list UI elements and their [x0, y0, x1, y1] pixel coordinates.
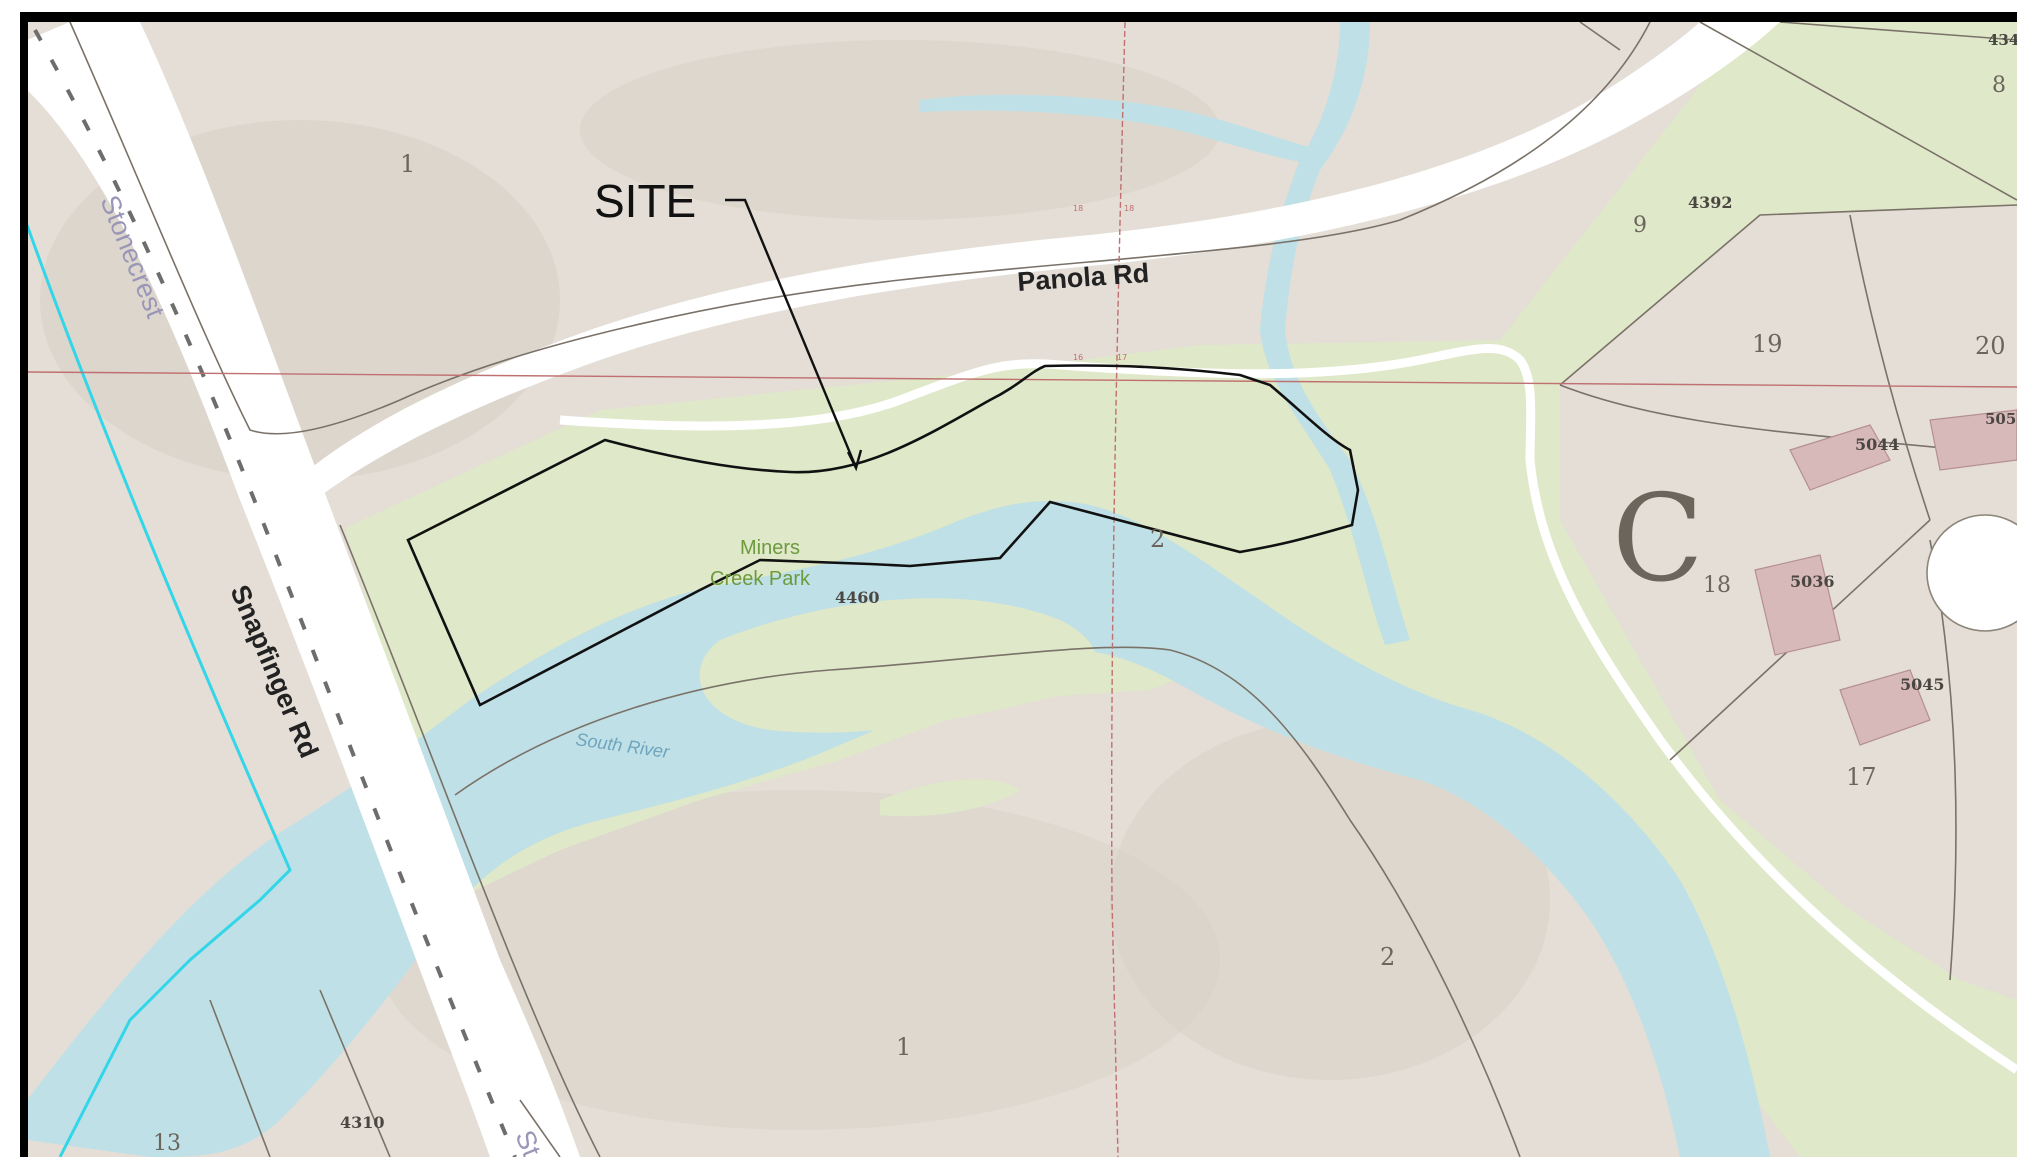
- cul-de-sac: [1926, 514, 2017, 632]
- parcel-20: 20: [1975, 332, 2006, 360]
- river-island-small: [880, 779, 1020, 817]
- park-label-line1: Miners: [740, 537, 800, 559]
- panola-road[interactable]: [285, 22, 1780, 520]
- left-margin: [0, 0, 20, 1157]
- creek-branch: [920, 94, 1320, 165]
- grid-label-17: 17: [1117, 353, 1127, 362]
- address-505: 505: [1985, 410, 2016, 428]
- house-5044: [1789, 424, 1891, 491]
- address-4460: 4460: [835, 588, 880, 607]
- house-footprints: [1754, 409, 2017, 746]
- parcel-17: 17: [1846, 763, 1877, 791]
- parcel-13: 13: [153, 1131, 181, 1156]
- parcel-9: 9: [1633, 213, 1647, 238]
- house-505: [1929, 409, 2017, 471]
- parcel-19: 19: [1752, 330, 1783, 358]
- block-c-label: C: [1612, 470, 1704, 609]
- county-line: [27, 224, 292, 1157]
- site-label: SITE: [594, 175, 696, 227]
- south-river: [27, 500, 1770, 1157]
- grid-label-18-right: 18: [1124, 204, 1134, 213]
- grid-label-18-left: 18: [1073, 204, 1083, 213]
- hillshade-patch: [1110, 720, 1550, 1080]
- park-label-line2: Creek Park: [710, 568, 811, 590]
- address-5044: 5044: [1855, 435, 1900, 454]
- parcel-1-top: 1: [400, 150, 415, 178]
- parcel-2-bottom: 2: [1380, 943, 1395, 971]
- creek: [1260, 22, 1410, 645]
- snapfinger-road[interactable]: [27, 22, 580, 1157]
- house-5045: [1839, 669, 1931, 746]
- grid-line-vertical: [1110, 22, 1126, 1157]
- parcel-18: 18: [1703, 573, 1731, 598]
- address-5045: 5045: [1900, 675, 1945, 694]
- address-4310: 4310: [340, 1113, 385, 1132]
- parcel-8: 8: [1992, 73, 2006, 98]
- house-5036: [1754, 554, 1841, 656]
- parcel-2-site: 2: [1150, 525, 1165, 553]
- address-4392: 4392: [1688, 193, 1733, 212]
- site-leader-line: [725, 198, 857, 466]
- map-border-left: [20, 12, 28, 1157]
- hillshade-patch: [380, 790, 1220, 1130]
- site-boundary[interactable]: [406, 364, 1360, 707]
- parcel-1-bottom: 1: [896, 1033, 911, 1061]
- site-leader-arrowhead: [846, 449, 863, 472]
- map-border-top: [20, 12, 2017, 22]
- grid-label-16: 16: [1073, 353, 1083, 362]
- park-path: [559, 344, 2017, 1074]
- address-434: 434: [1988, 31, 2017, 49]
- address-5036: 5036: [1790, 572, 1835, 591]
- hillshade-patch: [580, 40, 1220, 220]
